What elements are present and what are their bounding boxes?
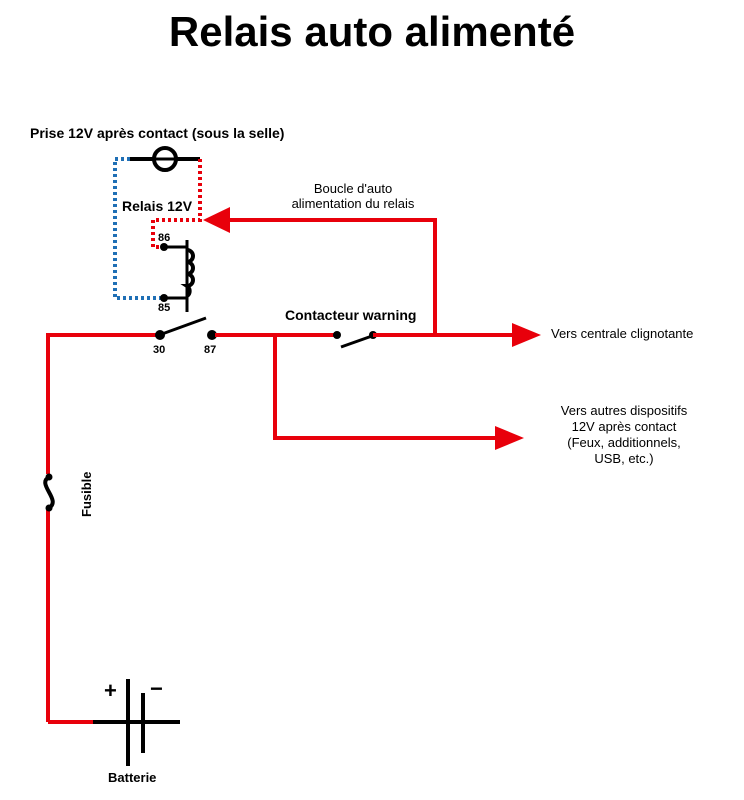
- fuse-label: Fusible: [79, 471, 94, 517]
- pin-87-label: 87: [204, 344, 217, 356]
- other-devices-line2: 12V après contact: [571, 419, 677, 434]
- loop-label: Boucle d'auto alimentation du relais: [278, 181, 428, 211]
- flasher-arrow-icon: [512, 323, 541, 347]
- flasher-label: Vers centrale clignotante: [551, 326, 694, 341]
- self-feed-loop-wire: [225, 218, 437, 335]
- feed-dotted-wire: [151, 159, 202, 249]
- loop-arrow-icon: [203, 207, 230, 233]
- battery-plus-sign: +: [104, 678, 117, 703]
- diagram-title: Relais auto alimenté: [168, 8, 576, 55]
- other-devices-label: Vers autres dispositifs 12V après contac…: [544, 403, 704, 467]
- relay-switch-icon: [155, 316, 217, 340]
- battery-feed-wire: [46, 333, 158, 722]
- ground-dotted-wire: [113, 157, 162, 300]
- other-devices-line4: USB, etc.): [594, 451, 654, 466]
- warning-switch-label: Contacteur warning: [285, 307, 417, 323]
- other-devices-line1: Vers autres dispositifs: [560, 403, 688, 418]
- socket-lamp-icon: [152, 146, 178, 172]
- loop-label-line1: Boucle d'auto: [313, 181, 393, 196]
- battery-icon: [48, 679, 180, 766]
- loop-label-line2: alimentation du relais: [291, 196, 415, 211]
- socket-label: Prise 12V après contact (sous la selle): [30, 125, 285, 141]
- other-devices-wire: [273, 335, 498, 440]
- pin-86-label: 86: [158, 232, 171, 244]
- battery-minus-sign: −: [150, 676, 163, 701]
- pin-30-label: 30: [153, 344, 166, 356]
- battery-label: Batterie: [108, 770, 157, 785]
- pin-85-label: 85: [158, 302, 171, 314]
- other-devices-line3: (Feux, additionnels,: [567, 435, 681, 450]
- warning-switch-icon: [333, 331, 377, 349]
- relay-coil-icon: [160, 240, 195, 312]
- fuse-icon: [43, 473, 55, 512]
- relay-label: Relais 12V: [122, 198, 193, 214]
- other-devices-arrow-icon: [495, 426, 524, 450]
